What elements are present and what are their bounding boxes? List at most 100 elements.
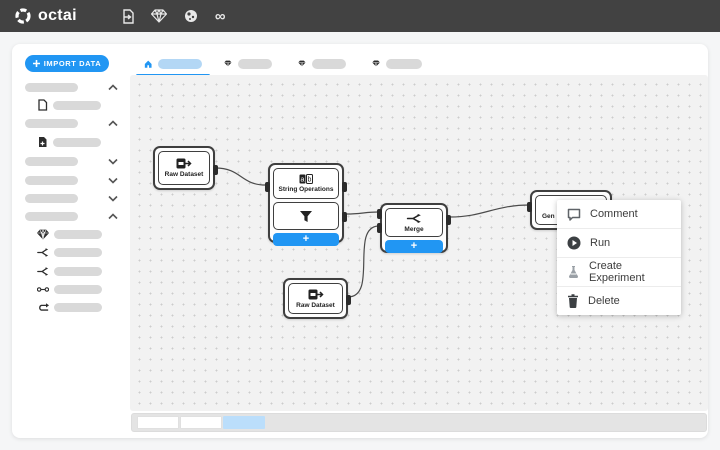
menu-divider bbox=[557, 286, 681, 287]
gem-icon bbox=[37, 228, 49, 240]
node-label: Gen bbox=[542, 212, 555, 220]
input-port[interactable] bbox=[377, 223, 382, 233]
skeleton-bar bbox=[25, 175, 78, 185]
sidebar-group-row[interactable] bbox=[12, 211, 130, 221]
link-icon bbox=[37, 284, 49, 295]
menu-divider bbox=[557, 257, 681, 258]
sidebar-group-row[interactable] bbox=[12, 118, 130, 128]
menu-divider bbox=[557, 228, 681, 229]
node-label: Merge bbox=[404, 225, 424, 233]
scroll-segment[interactable] bbox=[137, 416, 179, 429]
skeleton-bar bbox=[54, 247, 102, 257]
chevron-down-icon[interactable] bbox=[108, 177, 118, 184]
node-context-menu: Comment Run Create Experiment Delete bbox=[557, 200, 681, 315]
tab-skeleton bbox=[386, 58, 422, 69]
import-data-button[interactable]: IMPORT DATA bbox=[25, 55, 109, 72]
node-filter-step[interactable] bbox=[273, 202, 339, 230]
sidebar: IMPORT DATA bbox=[12, 44, 130, 438]
scroll-segment-active[interactable] bbox=[223, 416, 265, 429]
add-step-button[interactable]: + bbox=[385, 240, 443, 253]
menu-item-label: Create Experiment bbox=[589, 260, 645, 284]
input-port[interactable] bbox=[527, 202, 532, 212]
sidebar-group-row[interactable] bbox=[12, 193, 130, 203]
gem-icon bbox=[298, 60, 306, 67]
comment-icon bbox=[567, 208, 581, 221]
tab-skeleton bbox=[158, 58, 202, 69]
output-port[interactable] bbox=[342, 212, 347, 222]
output-port[interactable] bbox=[342, 182, 347, 192]
merge-icon bbox=[37, 266, 49, 277]
node-merge[interactable]: Merge bbox=[385, 208, 443, 237]
app-window: IMPORT DATA bbox=[12, 44, 708, 438]
octai-logo[interactable]: octai bbox=[14, 7, 77, 25]
tab-workflow-4[interactable] bbox=[364, 52, 430, 75]
skeleton-bar bbox=[53, 137, 101, 147]
menu-item-label: Delete bbox=[588, 295, 620, 307]
tab-home-active[interactable] bbox=[136, 52, 210, 77]
funnel-icon bbox=[300, 210, 312, 222]
output-port[interactable] bbox=[346, 295, 351, 305]
chevron-down-icon[interactable] bbox=[108, 195, 118, 202]
experiment-icon bbox=[568, 266, 579, 278]
tab-workflow-3[interactable] bbox=[290, 52, 354, 75]
node-raw-dataset-2[interactable]: Raw Dataset bbox=[283, 278, 351, 319]
node-raw-dataset-1[interactable]: Raw Dataset bbox=[153, 146, 218, 190]
chevron-down-icon[interactable] bbox=[108, 158, 118, 165]
chevron-up-icon[interactable] bbox=[108, 212, 118, 220]
skeleton-bar bbox=[54, 284, 102, 294]
file-export-icon[interactable] bbox=[121, 8, 134, 24]
input-port[interactable] bbox=[377, 209, 382, 219]
sidebar-group-row[interactable] bbox=[12, 156, 130, 166]
merge-icon bbox=[37, 247, 49, 258]
sidebar-child-row[interactable] bbox=[12, 99, 130, 111]
menu-item-create-experiment[interactable]: Create Experiment bbox=[557, 258, 681, 286]
input-port[interactable] bbox=[265, 182, 270, 192]
import-data-label: IMPORT DATA bbox=[43, 59, 102, 68]
document-icon bbox=[37, 99, 48, 111]
run-icon bbox=[567, 236, 581, 250]
gem-icon bbox=[224, 60, 232, 67]
skeleton-bar bbox=[25, 193, 78, 203]
node-label: Raw Dataset bbox=[296, 301, 335, 309]
skeleton-bar bbox=[25, 82, 78, 92]
infinity-icon[interactable]: ∞ bbox=[214, 7, 226, 25]
menu-item-label: Run bbox=[590, 237, 611, 249]
sidebar-child-row[interactable] bbox=[12, 266, 130, 276]
logo-text: octai bbox=[38, 7, 77, 24]
sidebar-child-row[interactable] bbox=[12, 228, 130, 240]
scroll-segment[interactable] bbox=[180, 416, 222, 429]
gem-icon[interactable] bbox=[150, 9, 167, 23]
dataset-icon bbox=[176, 158, 192, 169]
sidebar-group-row[interactable] bbox=[12, 82, 130, 92]
sidebar-child-row[interactable] bbox=[12, 137, 130, 147]
skeleton-bar bbox=[25, 156, 78, 166]
top-navigation-bar: octai ∞ bbox=[0, 0, 720, 32]
chevron-up-icon[interactable] bbox=[108, 83, 118, 91]
gem-icon bbox=[372, 60, 380, 67]
menu-item-delete[interactable]: Delete bbox=[557, 287, 681, 315]
node-merge-group[interactable]: Merge + bbox=[377, 203, 451, 253]
menu-item-run[interactable]: Run bbox=[557, 229, 681, 257]
svg-text:a: a bbox=[301, 177, 305, 184]
workflow-tabs bbox=[130, 52, 708, 77]
tab-workflow-2[interactable] bbox=[216, 52, 280, 75]
output-port[interactable] bbox=[213, 165, 218, 175]
model-sphere-icon[interactable] bbox=[184, 9, 198, 23]
svg-text:b: b bbox=[308, 177, 312, 184]
add-step-button[interactable]: + bbox=[273, 233, 339, 246]
skeleton-bar bbox=[25, 118, 78, 128]
chevron-up-icon[interactable] bbox=[108, 119, 118, 127]
sidebar-child-row[interactable] bbox=[12, 302, 130, 312]
sidebar-child-row[interactable] bbox=[12, 284, 130, 294]
menu-item-comment[interactable]: Comment bbox=[557, 200, 681, 228]
node-label: Raw Dataset bbox=[164, 171, 204, 178]
output-port[interactable] bbox=[446, 215, 451, 225]
sidebar-child-row[interactable] bbox=[12, 247, 130, 257]
horizontal-scrollbar[interactable] bbox=[131, 413, 707, 432]
menu-item-label: Comment bbox=[590, 208, 638, 220]
tab-skeleton bbox=[311, 58, 346, 69]
sidebar-group-row[interactable] bbox=[12, 175, 130, 185]
